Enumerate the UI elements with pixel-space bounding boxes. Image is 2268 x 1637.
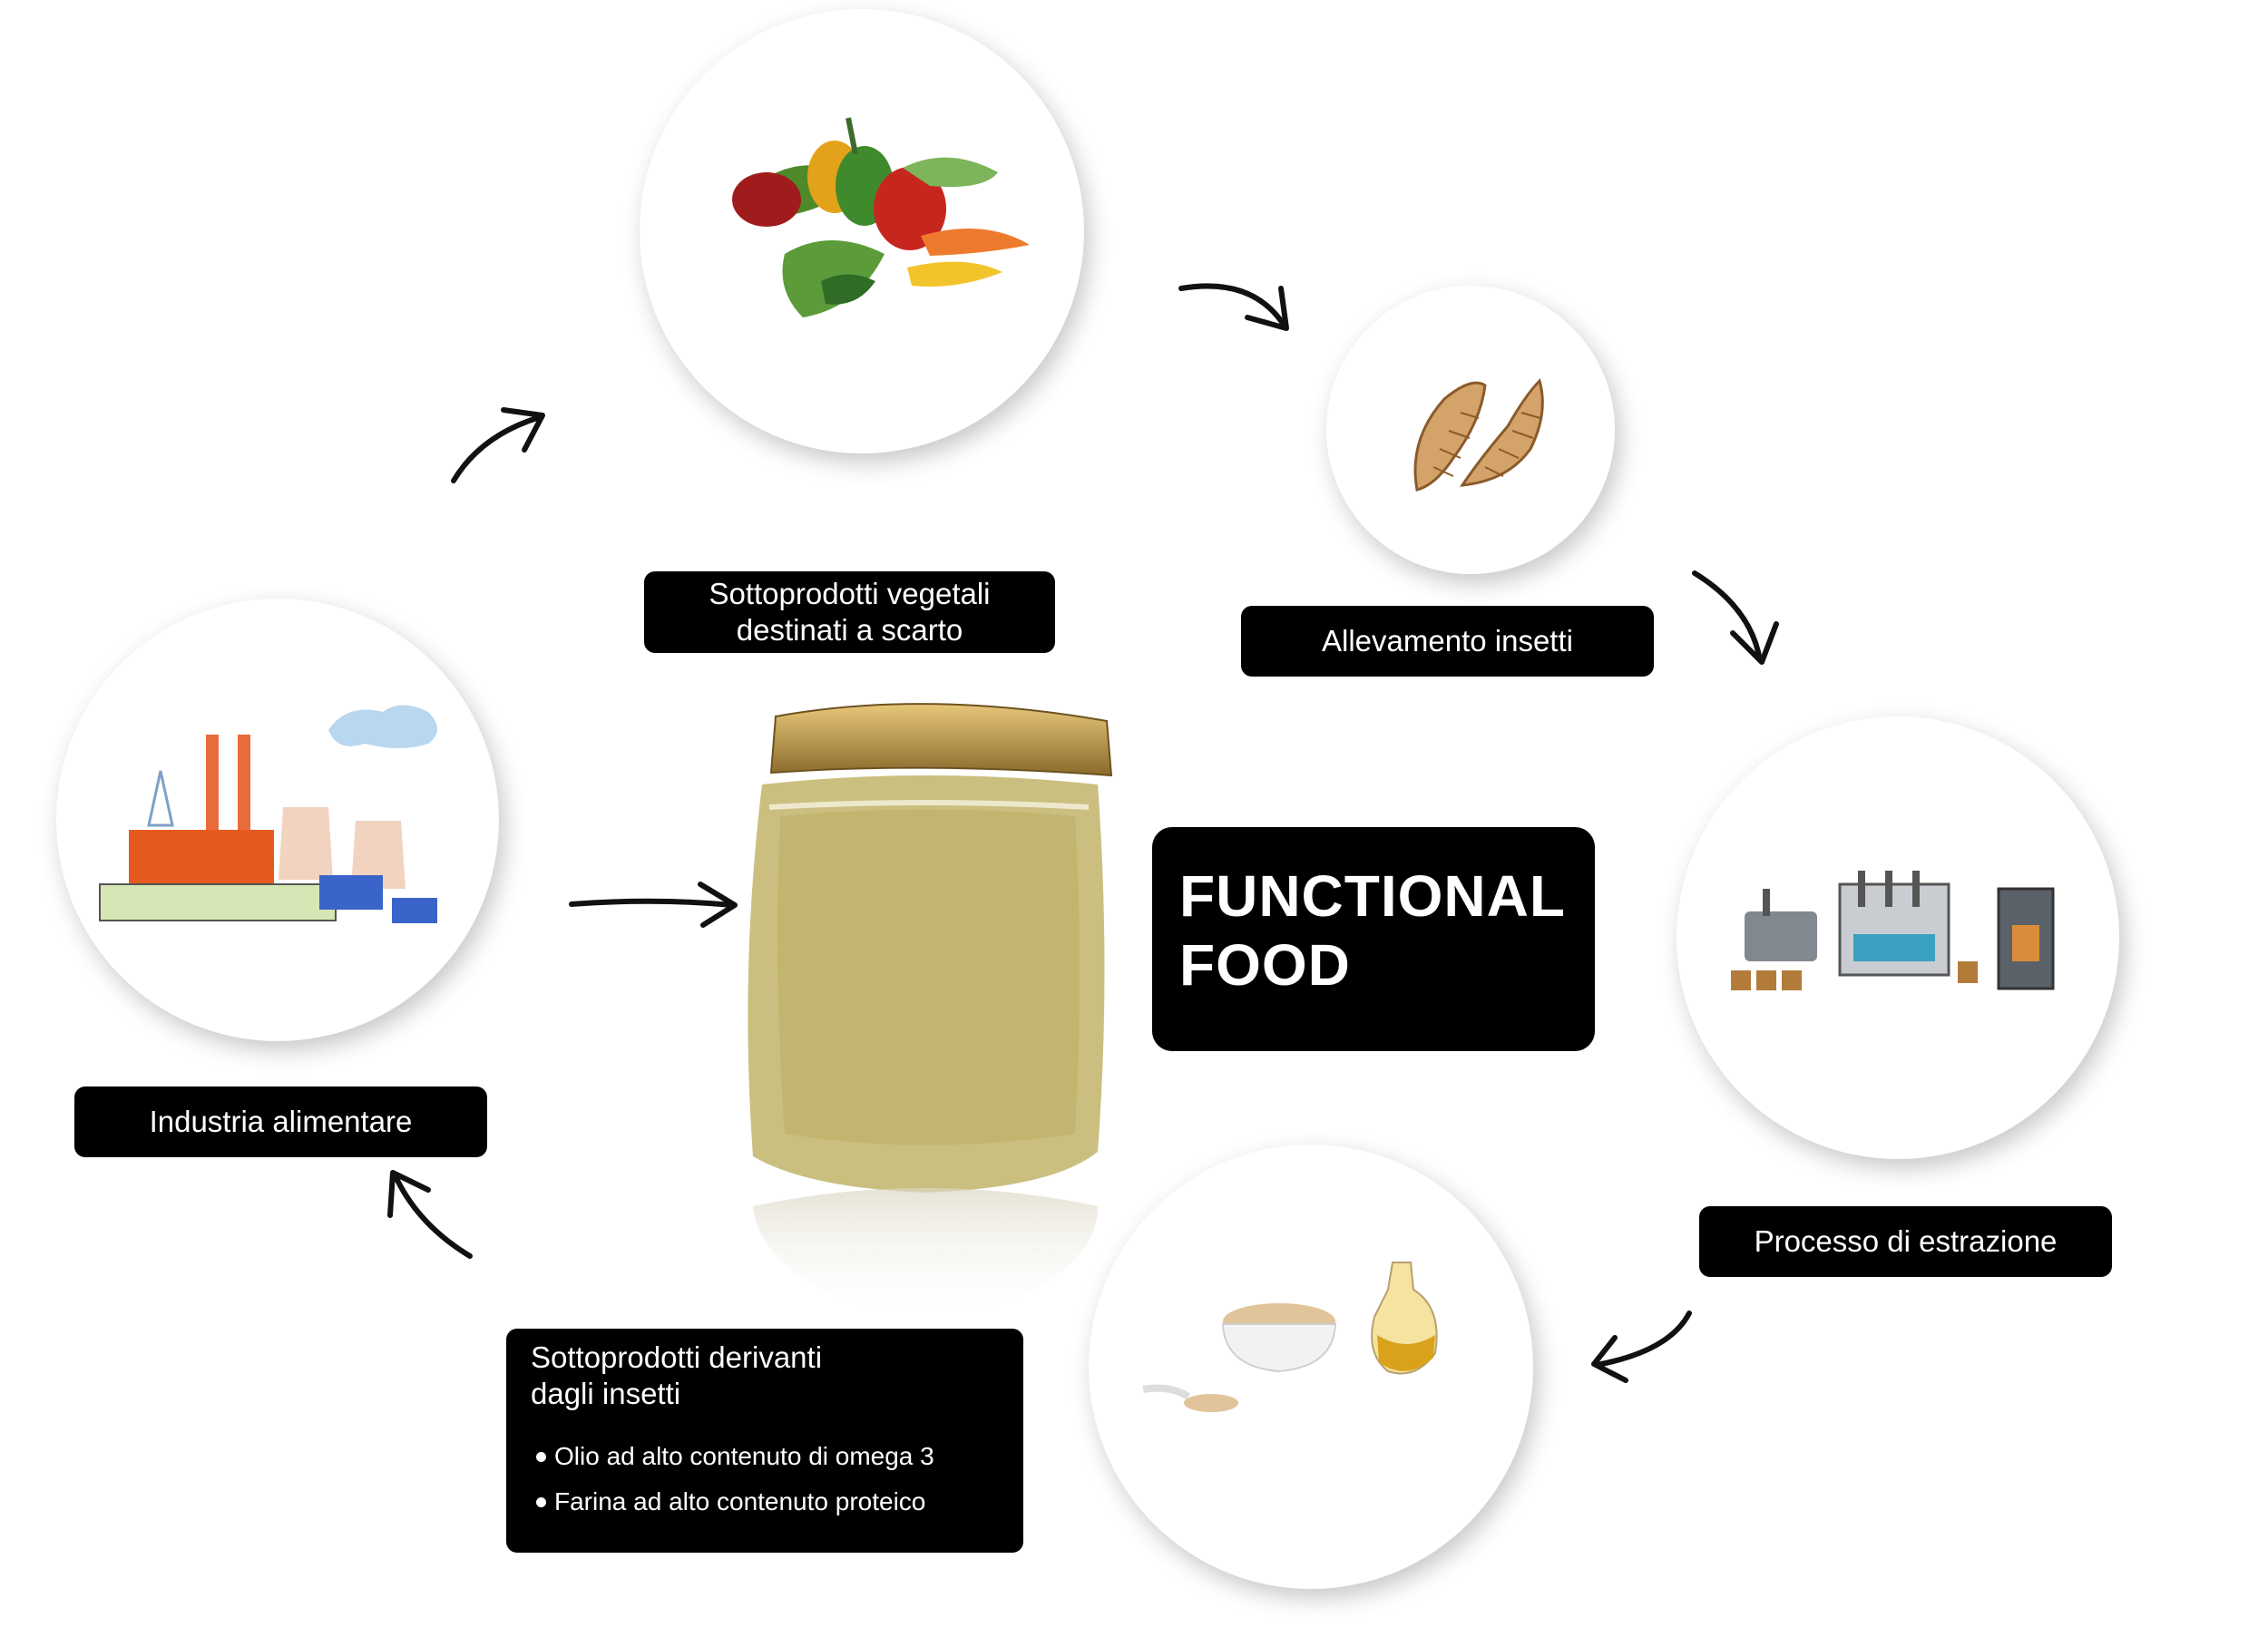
arrow-industry-to-vegetables [451, 407, 545, 483]
byproducts-list: Olio ad alto contenuto di omega 3 Farina… [531, 1434, 934, 1525]
functional-food-title: FUNCTIONAL FOOD [1152, 827, 1595, 1051]
jar-icon [748, 703, 1113, 1324]
insect-byproducts-label: Sottoprodotti derivanti dagli insetti Ol… [506, 1329, 1023, 1553]
arrow-industry-to-jar [569, 882, 738, 928]
industry-circle [56, 599, 499, 1041]
machinery-icon [1731, 871, 2055, 990]
list-item: Olio ad alto contenuto di omega 3 [531, 1434, 934, 1479]
vegetables-circle [640, 9, 1084, 453]
vegetables-icon [732, 117, 1030, 317]
list-item: Farina ad alto contenuto proteico [531, 1479, 934, 1525]
arrow-extraction-to-byproducts [1591, 1311, 1692, 1383]
insect-rearing-label: Allevamento insetti [1241, 606, 1654, 677]
food-industry-label: Industria alimentare [74, 1086, 487, 1157]
byproducts-circle [1089, 1145, 1533, 1589]
arrow-vegetables-to-insects [1178, 283, 1289, 331]
vegetable-byproducts-label: Sottoprodotti vegetali destinati a scart… [644, 571, 1055, 653]
larvae-icon [1413, 378, 1544, 492]
insects-circle [1326, 286, 1615, 574]
arrow-byproducts-to-industry [387, 1170, 473, 1259]
factory-icon [99, 705, 437, 923]
arrow-insects-to-extraction [1692, 570, 1779, 665]
extraction-process-label: Processo di estrazione [1699, 1206, 2112, 1277]
extraction-circle [1677, 716, 2119, 1159]
flour-and-oil-icon [1142, 1262, 1438, 1412]
